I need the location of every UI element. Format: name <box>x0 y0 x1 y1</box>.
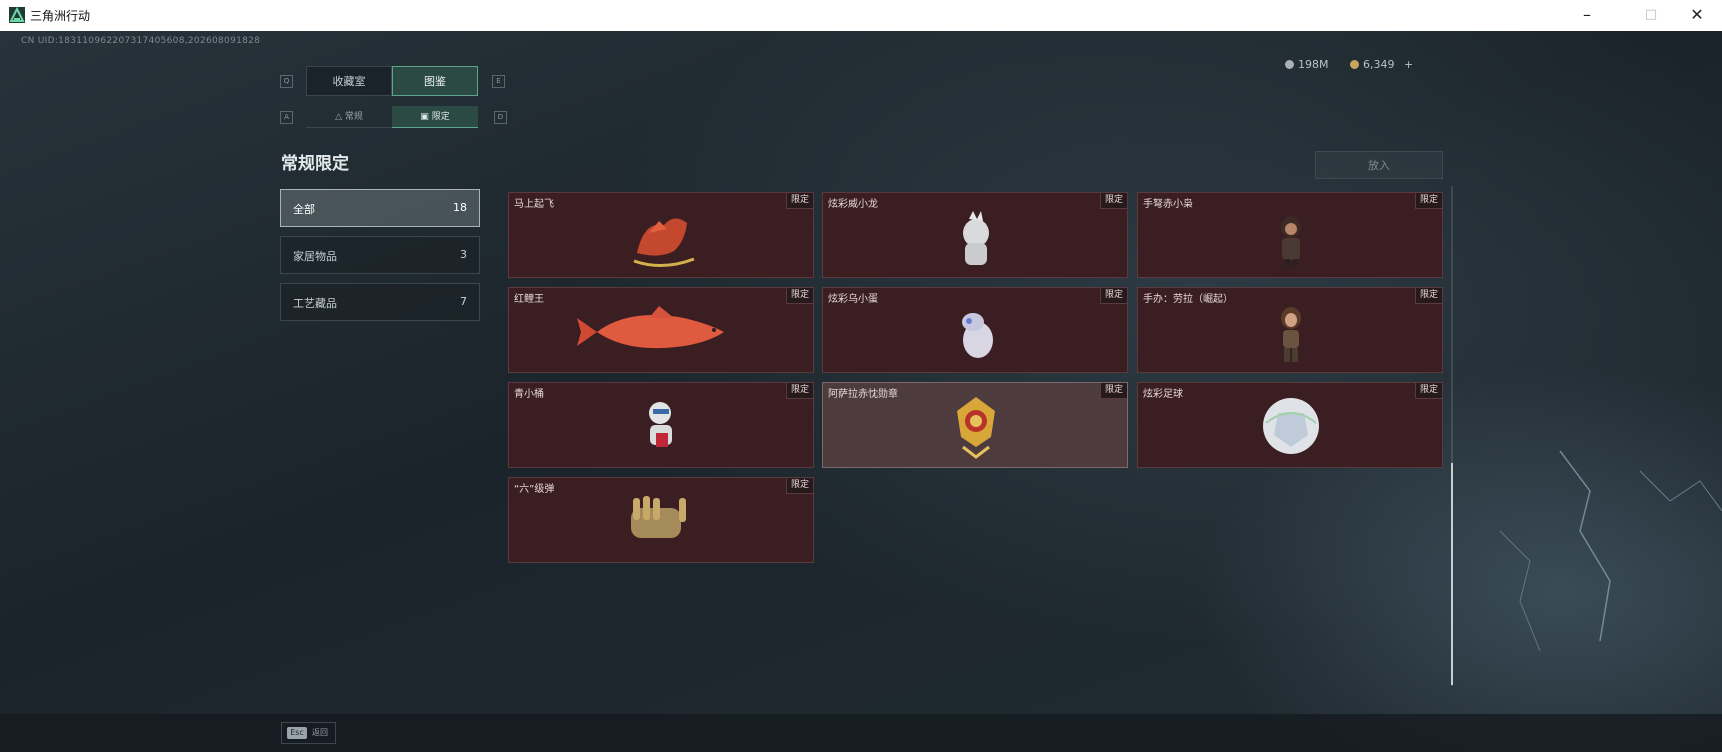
window-title: 三角洲行动 <box>30 9 91 23</box>
currency-a-value: 198M <box>1298 58 1329 71</box>
category-count: 7 <box>460 295 467 308</box>
item-card[interactable]: 炫彩威小龙 限定 <box>822 192 1128 278</box>
back-label: 返回 <box>312 728 328 737</box>
key-hint-d: D <box>494 111 507 124</box>
robot-figure-icon <box>649 402 672 447</box>
item-name: “六”级弹 <box>514 484 555 495</box>
category-count: 18 <box>453 201 467 214</box>
window-titlebar: 三角洲行动 – □ ✕ <box>0 0 1722 31</box>
tab-regular[interactable]: △ 常规 <box>306 106 392 128</box>
app-logo-icon <box>9 7 25 23</box>
category-home-items[interactable]: 家居物品 3 <box>280 236 480 274</box>
soccer-ball-icon <box>1263 398 1319 454</box>
key-hint-e: E <box>492 75 505 88</box>
back-button[interactable]: Esc 返回 <box>281 722 336 744</box>
item-card[interactable]: 炫彩足球 限定 <box>1137 382 1443 468</box>
lightning-decoration <box>1499 450 1722 652</box>
key-hint-a: A <box>280 111 293 124</box>
currency-b: 6,349 + <box>1350 58 1413 71</box>
limited-tag: 限定 <box>1100 193 1127 209</box>
currency-a: 198M <box>1285 58 1329 71</box>
limited-tag: 限定 <box>1415 288 1442 304</box>
bottom-bar <box>0 714 1722 752</box>
user-uid: CN UID:183110962207317405608,20260809182… <box>21 36 261 46</box>
category-crafts[interactable]: 工艺藏品 7 <box>280 283 480 321</box>
gold-medal-icon <box>957 397 995 459</box>
scrollbar-track[interactable] <box>1451 186 1453 686</box>
limited-tag: 限定 <box>1415 193 1442 209</box>
tab-regular-label: 常规 <box>344 112 363 122</box>
category-label: 全部 <box>293 203 315 216</box>
limited-tag: 限定 <box>786 288 813 304</box>
category-label: 家居物品 <box>293 250 337 263</box>
esc-key-hint: Esc <box>287 727 307 739</box>
item-name: 炫彩乌小蛋 <box>828 294 878 305</box>
limited-tag: 限定 <box>786 478 813 494</box>
limited-tag: 限定 <box>1100 383 1127 399</box>
category-all[interactable]: 全部 18 <box>280 189 480 227</box>
item-name: 炫彩威小龙 <box>828 199 878 210</box>
item-card[interactable]: 青小桶 限定 <box>508 382 814 468</box>
category-label: 工艺藏品 <box>293 297 337 310</box>
item-card[interactable]: 阿萨拉赤忱勋章 限定 <box>822 382 1128 468</box>
item-name: 阿萨拉赤忱勋章 <box>828 389 898 400</box>
item-card[interactable]: “六”级弹 限定 <box>508 477 814 563</box>
bullet-hand-icon <box>631 496 686 538</box>
rocking-horse-icon <box>633 218 695 267</box>
item-name: 青小桶 <box>514 389 544 400</box>
close-icon[interactable]: ✕ <box>1690 5 1704 24</box>
item-name: 手办：劳拉（崛起） <box>1143 294 1233 305</box>
image-icon: ▣ <box>420 112 429 122</box>
item-name: 手弩赤小枭 <box>1143 199 1193 210</box>
game-screen: CN UID:183110962207317405608,20260809182… <box>0 31 1722 752</box>
dragon-figure-icon <box>963 211 989 265</box>
add-currency-button[interactable]: + <box>1404 58 1414 71</box>
item-card[interactable]: 手办：劳拉（崛起） 限定 <box>1137 287 1443 373</box>
tab-limited[interactable]: ▣ 限定 <box>392 106 478 128</box>
egg-bird-icon <box>962 313 993 358</box>
silver-coin-icon <box>1285 60 1294 69</box>
limited-tag: 限定 <box>1100 288 1127 304</box>
category-count: 3 <box>460 248 467 261</box>
red-carp-icon <box>577 306 724 349</box>
item-card[interactable]: 手弩赤小枭 限定 <box>1137 192 1443 278</box>
lara-figure-icon <box>1281 307 1301 362</box>
key-hint-q: Q <box>280 75 293 88</box>
minimize-icon[interactable]: – <box>1583 5 1591 24</box>
tab-limited-label: 限定 <box>431 112 450 122</box>
tab-collection-room[interactable]: 收藏室 <box>306 66 392 96</box>
item-card[interactable]: 红鲤王 限定 <box>508 287 814 373</box>
put-in-button[interactable]: 放入 <box>1315 151 1443 179</box>
hooded-figure-icon <box>1281 216 1301 267</box>
scrollbar-thumb[interactable] <box>1451 463 1453 685</box>
section-title: 常规限定 <box>281 154 349 174</box>
limited-tag: 限定 <box>786 383 813 399</box>
limited-tag: 限定 <box>786 193 813 209</box>
item-card[interactable]: 炫彩乌小蛋 限定 <box>822 287 1128 373</box>
flame-icon: △ <box>335 112 343 122</box>
currency-b-value: 6,349 <box>1363 58 1395 71</box>
gold-coin-icon <box>1350 60 1359 69</box>
maximize-icon[interactable]: □ <box>1644 7 1658 22</box>
item-name: 炫彩足球 <box>1143 389 1183 400</box>
item-name: 马上起飞 <box>514 199 554 210</box>
tab-catalog[interactable]: 图鉴 <box>392 66 478 96</box>
item-name: 红鲤王 <box>514 294 544 305</box>
item-card[interactable]: 马上起飞 限定 <box>508 192 814 278</box>
limited-tag: 限定 <box>1415 383 1442 399</box>
